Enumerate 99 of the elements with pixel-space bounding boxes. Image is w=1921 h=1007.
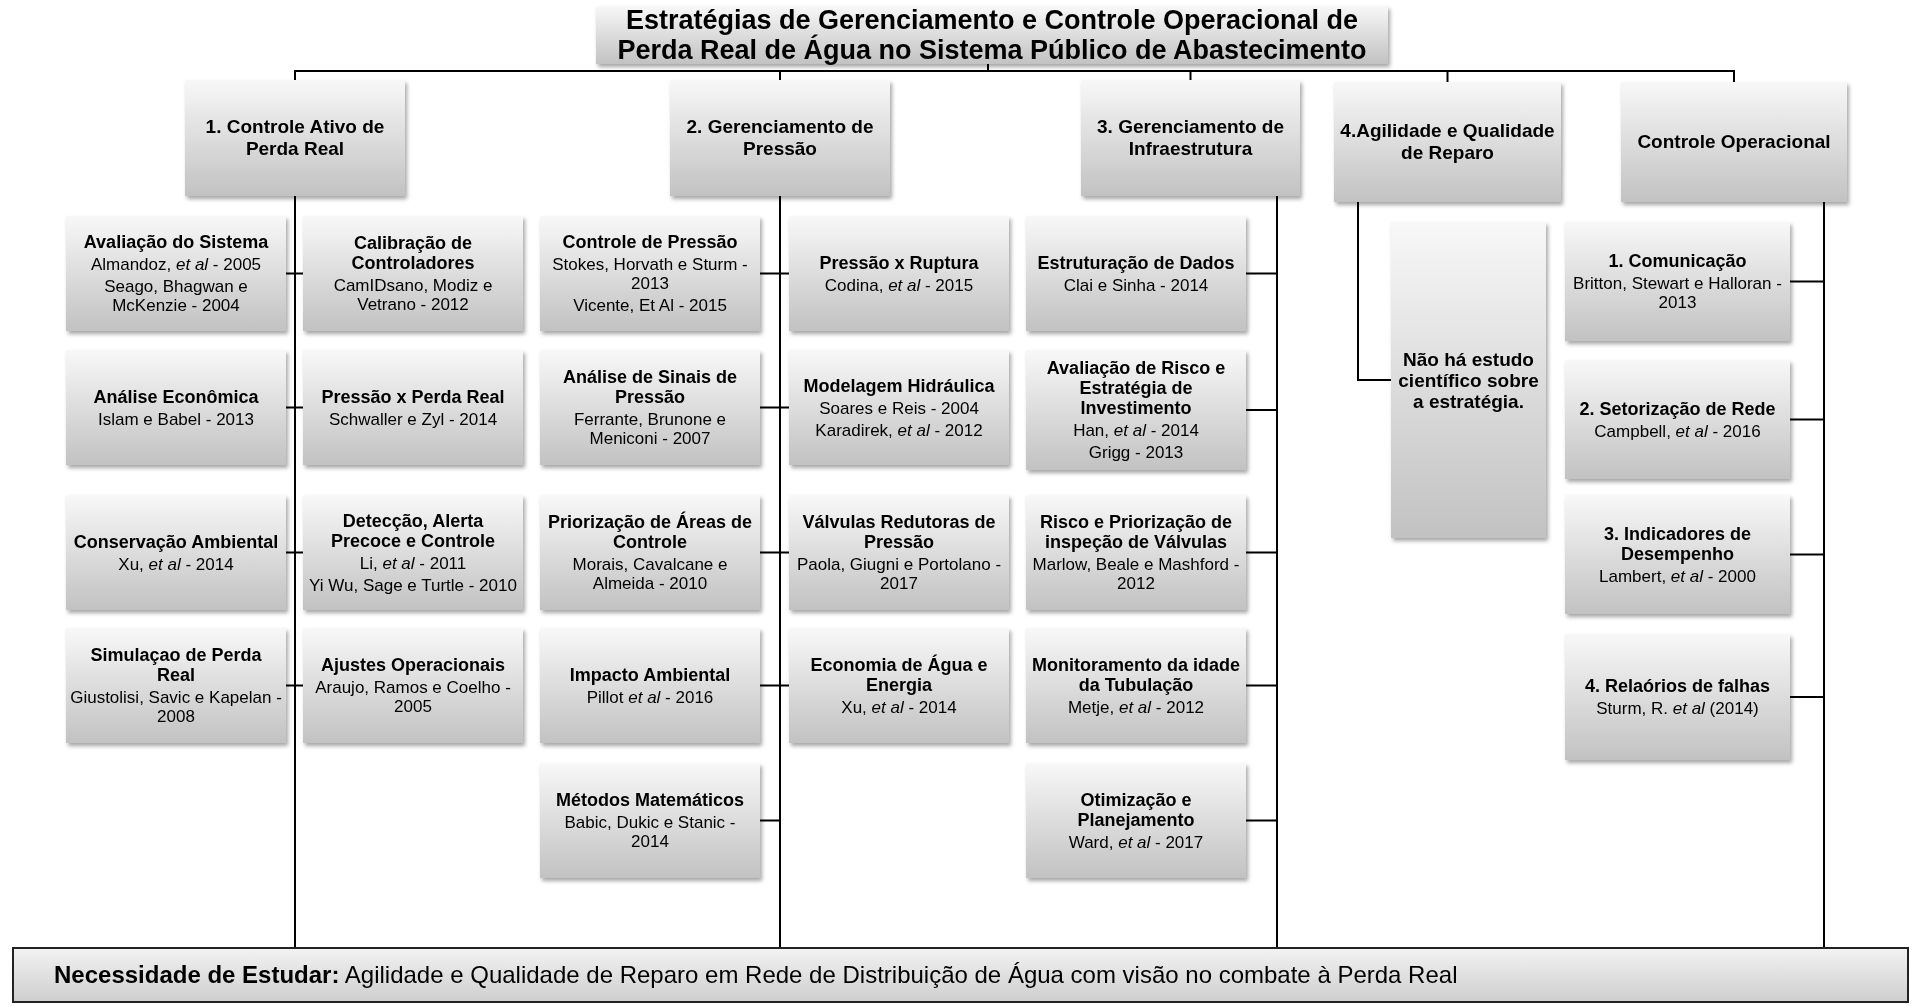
- reference-text: Schwaller e Zyl - 2014: [328, 409, 498, 429]
- reference-text: Soares e Reis - 2004: [819, 398, 979, 418]
- heading-text: 2. Gerenciamento de Pressão: [685, 116, 875, 160]
- heading-text: Impacto Ambiental: [569, 664, 731, 685]
- heading-text: Avaliação de Risco e Estratégia de Investimento: [1045, 358, 1227, 418]
- reference-text: Morais, Cavalcane e Almeida - 2010: [571, 555, 729, 593]
- reference-text: Xu, et al - 2014: [841, 697, 957, 717]
- category-box: [670, 80, 890, 196]
- heading-text: 4.Agilidade e Qualidade de Reparo: [1339, 120, 1556, 164]
- topic-box: [303, 495, 523, 610]
- category-box: [185, 80, 405, 196]
- heading-text: Análise de Sinais de Pressão: [561, 367, 739, 407]
- reference-text: Lambert, et al - 2000: [1599, 566, 1756, 586]
- heading-text: 1. Comunicação: [1608, 251, 1747, 271]
- topic-box: [1026, 628, 1246, 743]
- heading-text: Monitoramento da idade da Tubulação: [1031, 654, 1241, 695]
- heading-text: Priorização de Áreas de Controle: [546, 512, 754, 552]
- topic-box: [1565, 222, 1790, 341]
- topic-box: [789, 216, 1009, 331]
- heading-text: 4. Relaórios de falhas: [1584, 676, 1771, 696]
- reference-text: Babic, Dukic e Stanic - 2014: [563, 813, 737, 851]
- reference-text: Codina, et al - 2015: [824, 275, 974, 295]
- reference-text: Britton, Stewart e Halloran - 2013: [1572, 274, 1783, 312]
- category-box: [1081, 80, 1300, 196]
- topic-box: [1026, 350, 1246, 470]
- reference-text: Araujo, Ramos e Coelho - 2005: [314, 678, 512, 716]
- heading-text: Controle de Pressão: [562, 232, 738, 252]
- reference-text: Karadirek, et al - 2012: [815, 420, 983, 440]
- heading-text: Simulaçao de Perda Real: [89, 645, 263, 685]
- heading-text: Detecção, Alerta Precoce e Controle: [329, 510, 497, 551]
- heading-text: Ajustes Operacionais: [320, 655, 506, 675]
- reference-text: Xu, et al - 2014: [118, 554, 234, 574]
- topic-box: [66, 495, 286, 610]
- heading-text: Pressão x Perda Real: [321, 386, 505, 407]
- conclusion-text: Necessidade de Estudar: Agilidade e Qualidade de Reparo em Rede de Distribuição de Água com visão no combate à Perda Real: [54, 960, 1458, 990]
- topic-box: [789, 495, 1009, 610]
- heading-text: Risco e Priorização de inspeção de Válvulas: [1038, 512, 1234, 552]
- reference-text: Almandoz, et al - 2005: [90, 255, 262, 274]
- topic-box: [66, 628, 286, 743]
- heading-text: 2. Setorização de Rede: [1579, 398, 1776, 419]
- topic-box: [303, 628, 523, 743]
- reference-text: Metje, et al - 2012: [1067, 697, 1205, 717]
- reference-text: Campbell, et al - 2016: [1594, 421, 1761, 441]
- heading-text: Economia de Água e Energia: [809, 654, 989, 695]
- heading-text: Modelagem Hidráulica: [803, 375, 995, 396]
- reference-text: Han, et al - 2014: [1073, 421, 1199, 440]
- conclusion-box: [12, 947, 1909, 1003]
- heading-text: Otimização e Planejamento: [1076, 789, 1196, 830]
- topic-box: [303, 350, 523, 465]
- reference-text: Giustolisi, Savic e Kapelan - 2008: [70, 688, 282, 726]
- reference-text: Clai e Sinha - 2014: [1063, 275, 1209, 295]
- connector-line: [1357, 201, 1392, 381]
- topic-box: [540, 628, 760, 743]
- topic-box: [789, 350, 1009, 465]
- reference-text: Paola, Giugni e Portolano - 2017: [795, 555, 1003, 593]
- reference-text: Marlow, Beale e Mashford - 2012: [1031, 555, 1241, 593]
- topic-box: [1565, 360, 1790, 479]
- reference-text: Stokes, Horvath e Sturm - 2013: [551, 255, 749, 293]
- category-box: [1334, 82, 1561, 202]
- topic-box: [540, 350, 760, 465]
- heading-text: Análise Econômica: [93, 386, 259, 407]
- topic-box: [66, 216, 286, 331]
- category-box: [1621, 82, 1847, 202]
- heading-text: Válvulas Redutoras de Pressão: [801, 512, 997, 552]
- reference-text: Grigg - 2013: [1088, 443, 1184, 462]
- reference-text: Ward, et al - 2017: [1068, 832, 1204, 852]
- heading-text: Pressão x Ruptura: [819, 252, 979, 273]
- heading-text: Calibração de Controladores: [350, 233, 476, 273]
- reference-text: Vicente, Et Al - 2015: [573, 296, 727, 315]
- heading-text: Controle Operacional: [1637, 131, 1831, 153]
- heading-text: Conservação Ambiental: [73, 531, 279, 552]
- heading-text: Métodos Matemáticos: [555, 790, 744, 810]
- reference-text: Islam e Babel - 2013: [98, 409, 254, 429]
- topic-box: [66, 350, 286, 465]
- reference-text: Seago, Bhagwan e McKenzie - 2004: [103, 277, 249, 315]
- reference-text: Yi Wu, Sage e Turtle - 2010: [309, 575, 517, 595]
- heading-text: Não há estudo científico sobre a estratégia.: [1397, 348, 1540, 412]
- topic-box: [1026, 495, 1246, 610]
- reference-text: Pillot et al - 2016: [586, 687, 714, 707]
- heading-text: Estratégias de Gerenciamento e Controle Operacional de Perda Real de Água no Sistema Público de Abastecimento: [616, 5, 1368, 65]
- topic-box: [1026, 216, 1246, 331]
- reference-text: CamIDsano, Modiz e Vetrano - 2012: [332, 276, 494, 314]
- topic-box: [789, 628, 1009, 743]
- reference-text: Sturm, R. et al (2014): [1596, 699, 1759, 718]
- heading-text: 1. Controle Ativo de Perda Real: [204, 116, 386, 160]
- topic-box: [540, 495, 760, 610]
- topic-box: [1565, 634, 1790, 760]
- topic-box: [1565, 495, 1790, 614]
- reference-text: Li, et al - 2011: [359, 553, 467, 573]
- topic-box: [540, 216, 760, 331]
- note-box: [1391, 222, 1546, 538]
- topic-box: [303, 216, 523, 331]
- topic-box: [1026, 763, 1246, 878]
- reference-text: Ferrante, Brunone e Meniconi - 2007: [572, 410, 728, 448]
- heading-text: 3. Indicadores de Desempenho: [1602, 523, 1753, 564]
- heading-text: 3. Gerenciamento de Infraestrutura: [1096, 116, 1285, 160]
- heading-text: Estruturação de Dados: [1037, 252, 1235, 273]
- heading-text: Avaliação do Sistema: [83, 232, 269, 252]
- topic-box: [540, 763, 760, 878]
